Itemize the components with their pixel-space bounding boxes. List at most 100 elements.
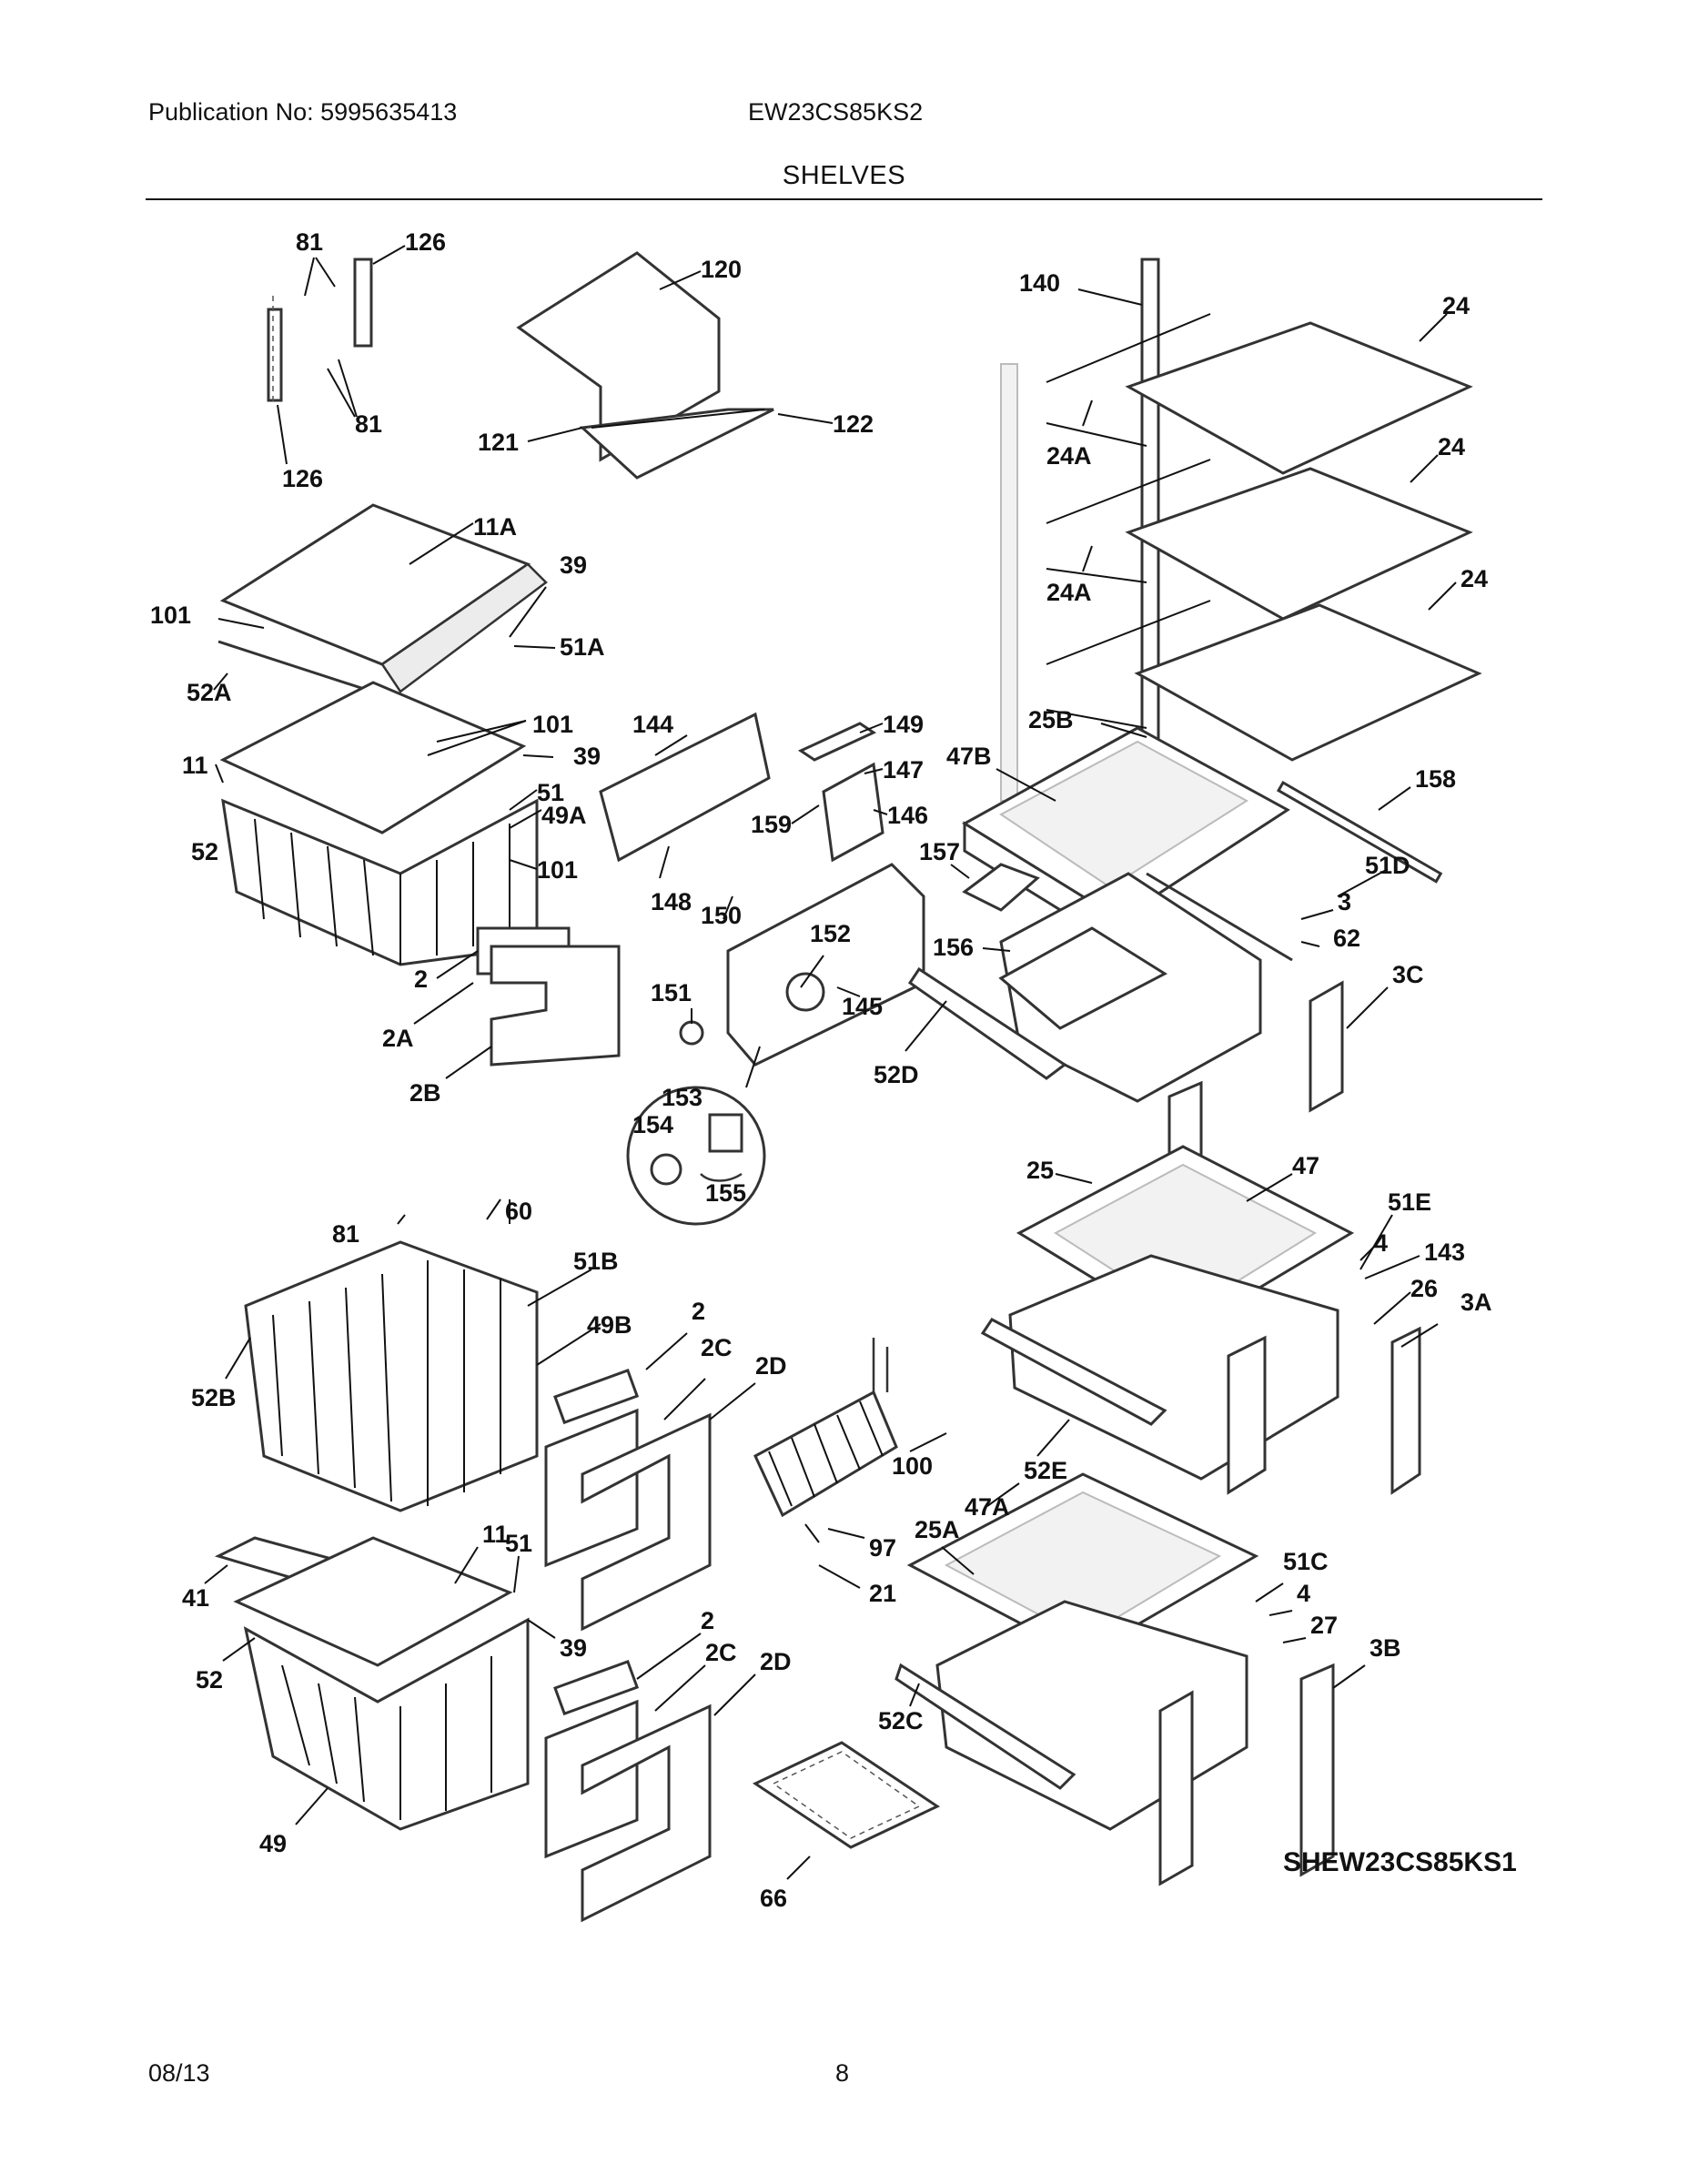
- callout-2C: 2C: [701, 1334, 733, 1361]
- callout-158: 158: [1415, 765, 1456, 793]
- callout-122: 122: [833, 410, 874, 438]
- callout-81: 81: [355, 410, 382, 438]
- crisper-lower-assembly: [895, 1472, 1335, 1886]
- ice-dispenser-parts: [599, 712, 925, 1067]
- callout-52C: 52C: [878, 1707, 924, 1734]
- callout-51D: 51D: [1365, 852, 1410, 879]
- callout-2: 2: [414, 966, 428, 993]
- callout-101: 101: [150, 602, 191, 629]
- callout-11: 11: [482, 1521, 509, 1548]
- callout-51E: 51E: [1388, 1188, 1431, 1216]
- callout-24A: 24A: [1046, 442, 1092, 470]
- callout-52: 52: [196, 1666, 223, 1694]
- callout-52A: 52A: [187, 679, 232, 706]
- callout-11: 11: [182, 752, 208, 779]
- callout-154: 154: [632, 1111, 673, 1138]
- hinge-bracket-parts: [267, 258, 373, 405]
- callout-47: 47: [1292, 1152, 1319, 1179]
- callout-151: 151: [651, 979, 692, 1006]
- callout-24: 24: [1438, 433, 1465, 460]
- callout-51: 51: [537, 779, 564, 806]
- publication-date: 08/13: [148, 2059, 210, 2087]
- callout-60: 60: [505, 1198, 532, 1225]
- callout-81: 81: [296, 228, 323, 256]
- left-lower-baskets: [214, 1240, 539, 1831]
- model-number: EW23CS85KS2: [748, 98, 924, 126]
- callout-52: 52: [191, 838, 218, 865]
- tray-part: [516, 251, 774, 480]
- callout-49: 49: [259, 1830, 287, 1857]
- callout-26: 26: [1410, 1275, 1438, 1302]
- callout-47A: 47A: [965, 1493, 1010, 1521]
- callout-120: 120: [701, 256, 742, 283]
- callout-52E: 52E: [1024, 1457, 1067, 1484]
- callout-66: 66: [760, 1885, 787, 1912]
- callout-156: 156: [933, 934, 974, 961]
- callout-labels: 81 126 81 126 120 121 122 140 24 24 24 2…: [150, 228, 1492, 1912]
- callout-126: 126: [405, 228, 446, 256]
- drawing-code: SHEW23CS85KS1: [1283, 1847, 1517, 1877]
- callout-24: 24: [1461, 565, 1488, 592]
- callout-49A: 49A: [541, 802, 587, 829]
- callout-3B: 3B: [1370, 1634, 1401, 1662]
- callout-51A: 51A: [560, 633, 605, 661]
- callout-24A: 24A: [1046, 579, 1092, 606]
- callout-51C: 51C: [1283, 1548, 1329, 1575]
- callout-147: 147: [883, 756, 924, 784]
- callout-150: 150: [701, 902, 742, 929]
- callout-159: 159: [751, 811, 792, 838]
- callout-62: 62: [1333, 925, 1360, 952]
- callout-157: 157: [919, 838, 960, 865]
- callout-101: 101: [532, 711, 573, 738]
- callout-41: 41: [182, 1584, 209, 1612]
- callout-121: 121: [478, 429, 519, 456]
- callout-2: 2: [701, 1607, 714, 1634]
- callout-leaders: [204, 245, 1457, 1880]
- callout-25B: 25B: [1028, 706, 1074, 733]
- callout-27: 27: [1310, 1612, 1338, 1639]
- callout-49B: 49B: [587, 1311, 632, 1339]
- callout-143: 143: [1424, 1239, 1465, 1266]
- callout-144: 144: [632, 711, 673, 738]
- callout-2B: 2B: [409, 1079, 441, 1107]
- callout-3C: 3C: [1392, 961, 1424, 988]
- callout-51: 51: [505, 1530, 532, 1557]
- callout-24: 24: [1442, 292, 1470, 319]
- callout-39: 39: [560, 1634, 587, 1662]
- callout-140: 140: [1019, 269, 1060, 297]
- callout-126: 126: [282, 465, 323, 492]
- bin-parts: [544, 1369, 712, 1923]
- section-title: SHELVES: [782, 161, 906, 190]
- callout-146: 146: [887, 802, 928, 829]
- callout-4: 4: [1374, 1229, 1388, 1257]
- callout-11A: 11A: [473, 513, 517, 541]
- callout-21: 21: [869, 1580, 896, 1607]
- crisper-upper-assembly: [907, 726, 1443, 1177]
- left-upper-shelf-assembly: [217, 503, 621, 1067]
- callout-100: 100: [892, 1452, 933, 1480]
- callout-2C: 2C: [705, 1639, 737, 1666]
- publication-number: Publication No: 5995635413: [148, 98, 458, 126]
- callout-148: 148: [651, 888, 692, 915]
- header-rule: [146, 198, 1542, 200]
- callout-97: 97: [869, 1534, 896, 1562]
- detail-inset: [626, 1046, 766, 1226]
- door-shelves-24: [1000, 258, 1482, 802]
- callout-3: 3: [1338, 888, 1351, 915]
- callout-2A: 2A: [382, 1025, 414, 1052]
- callout-3A: 3A: [1461, 1289, 1492, 1316]
- drain-heater-coil: [753, 1338, 898, 1543]
- spill-mat: [752, 1741, 941, 1849]
- callout-153: 153: [662, 1084, 702, 1111]
- callout-2: 2: [692, 1298, 705, 1325]
- callout-4: 4: [1297, 1580, 1310, 1607]
- callout-81: 81: [332, 1220, 359, 1248]
- callout-25: 25: [1026, 1157, 1054, 1184]
- callout-152: 152: [810, 920, 851, 947]
- callout-51B: 51B: [573, 1248, 619, 1275]
- callout-39: 39: [560, 551, 587, 579]
- callout-2D: 2D: [760, 1648, 792, 1675]
- callout-145: 145: [842, 993, 883, 1020]
- callout-25A: 25A: [915, 1516, 960, 1543]
